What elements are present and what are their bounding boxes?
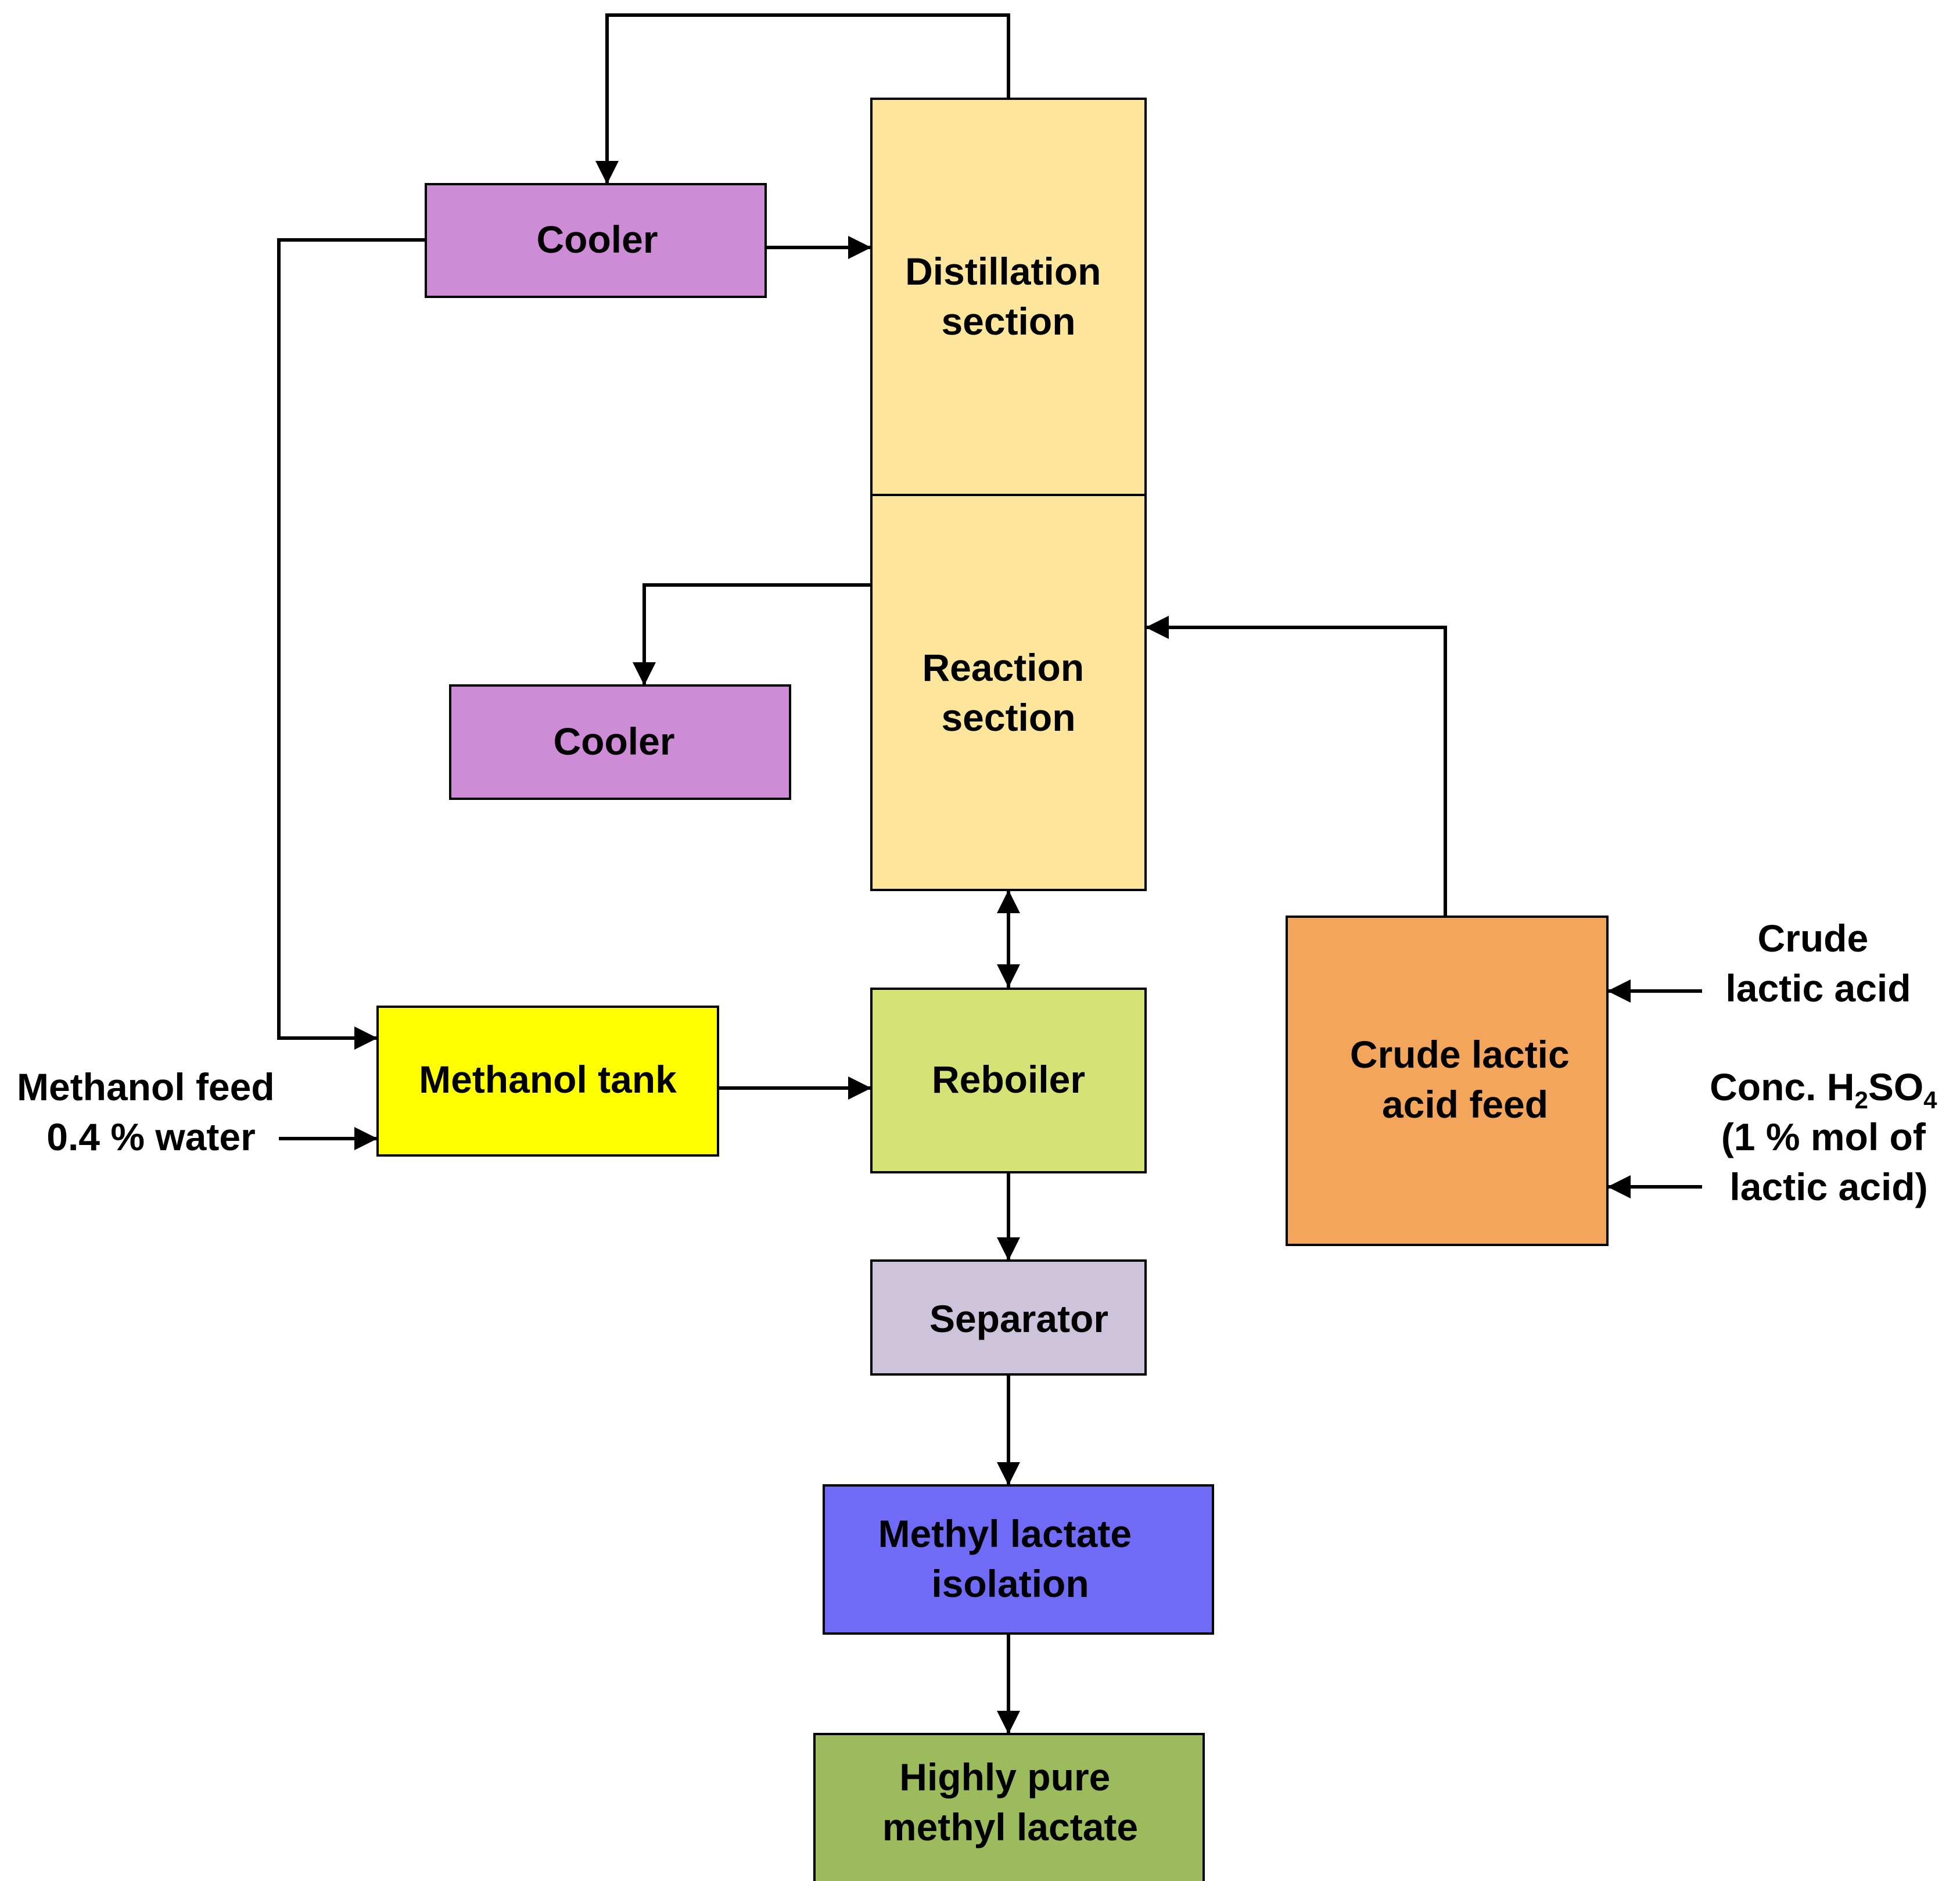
crude-lactic-acid-label: Crude lactic acid [1725,917,1911,1010]
crude-feed-to-reaction-line [1146,616,1447,917]
reboiler-label: Reboiler [932,1058,1085,1101]
product-box [813,1733,1205,1881]
crude-feed-box [1286,916,1609,1246]
separator-label: Separator [929,1297,1108,1340]
product-node: Highly pure methyl lactate [813,1733,1205,1881]
connectors [277,13,1702,1734]
isolation-node: Methyl lactate isolation [823,1484,1214,1635]
top-cooler-to-methanol-tank-line [277,238,426,1050]
distillation-section-label: Distillation section [905,250,1112,343]
reaction-to-mid-cooler-line [633,583,871,685]
crude-feed-label: Crude lactic acid feed [1350,1033,1580,1126]
cooler-mid-label: Cooler [553,720,674,763]
column-to-top-cooler-line [595,13,1010,184]
reaction-section-box [870,494,1147,891]
cooler-top-box [425,183,767,298]
methanol-tank-label: Methanol tank [419,1058,677,1101]
h2so4-label: Conc. H2SO4 (1 % mol of lactic acid) [1710,1065,1948,1208]
product-label: Highly pure methyl lactate [882,1756,1138,1848]
isolation-label: Methyl lactate isolation [878,1512,1143,1605]
distillation-section-box [870,98,1147,496]
methanol-feed-label: Methanol feed 0.4 % water [17,1065,285,1158]
separator-box [870,1259,1147,1376]
reaction-section-node: Reaction section [870,494,1147,891]
cooler-mid-box [449,684,791,800]
crude-feed-node: Crude lactic acid feed [1286,916,1609,1246]
methanol-tank-node: Methanol tank [376,1006,719,1157]
separator-node: Separator [870,1259,1147,1376]
cooler-top-node: Cooler [425,183,767,298]
reboiler-box [870,988,1147,1173]
methanol-tank-box [376,1006,719,1157]
isolation-box [823,1484,1214,1635]
cooler-mid-node: Cooler [449,684,791,800]
reaction-section-label: Reaction section [922,646,1094,739]
distillation-section-node: Distillation section [870,98,1147,496]
reboiler-node: Reboiler [870,988,1147,1173]
cooler-top-label: Cooler [536,218,658,261]
